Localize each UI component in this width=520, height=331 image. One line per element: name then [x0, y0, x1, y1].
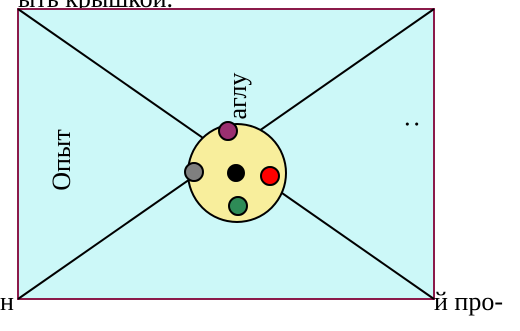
label-center-vertical: аглу	[223, 73, 252, 120]
label-right-vertical: :	[395, 120, 424, 127]
dot-bottom	[228, 196, 248, 216]
partial-text-bottom-left: н	[0, 287, 14, 316]
dot-top	[218, 121, 238, 141]
label-left-vertical: Опыт	[47, 129, 76, 191]
dot-left	[184, 162, 204, 182]
partial-text-bottom-right: й про-	[434, 287, 503, 316]
dot-center	[227, 164, 245, 182]
dot-right	[260, 166, 280, 186]
partial-text-top: ыть крышкой.	[18, 0, 173, 12]
